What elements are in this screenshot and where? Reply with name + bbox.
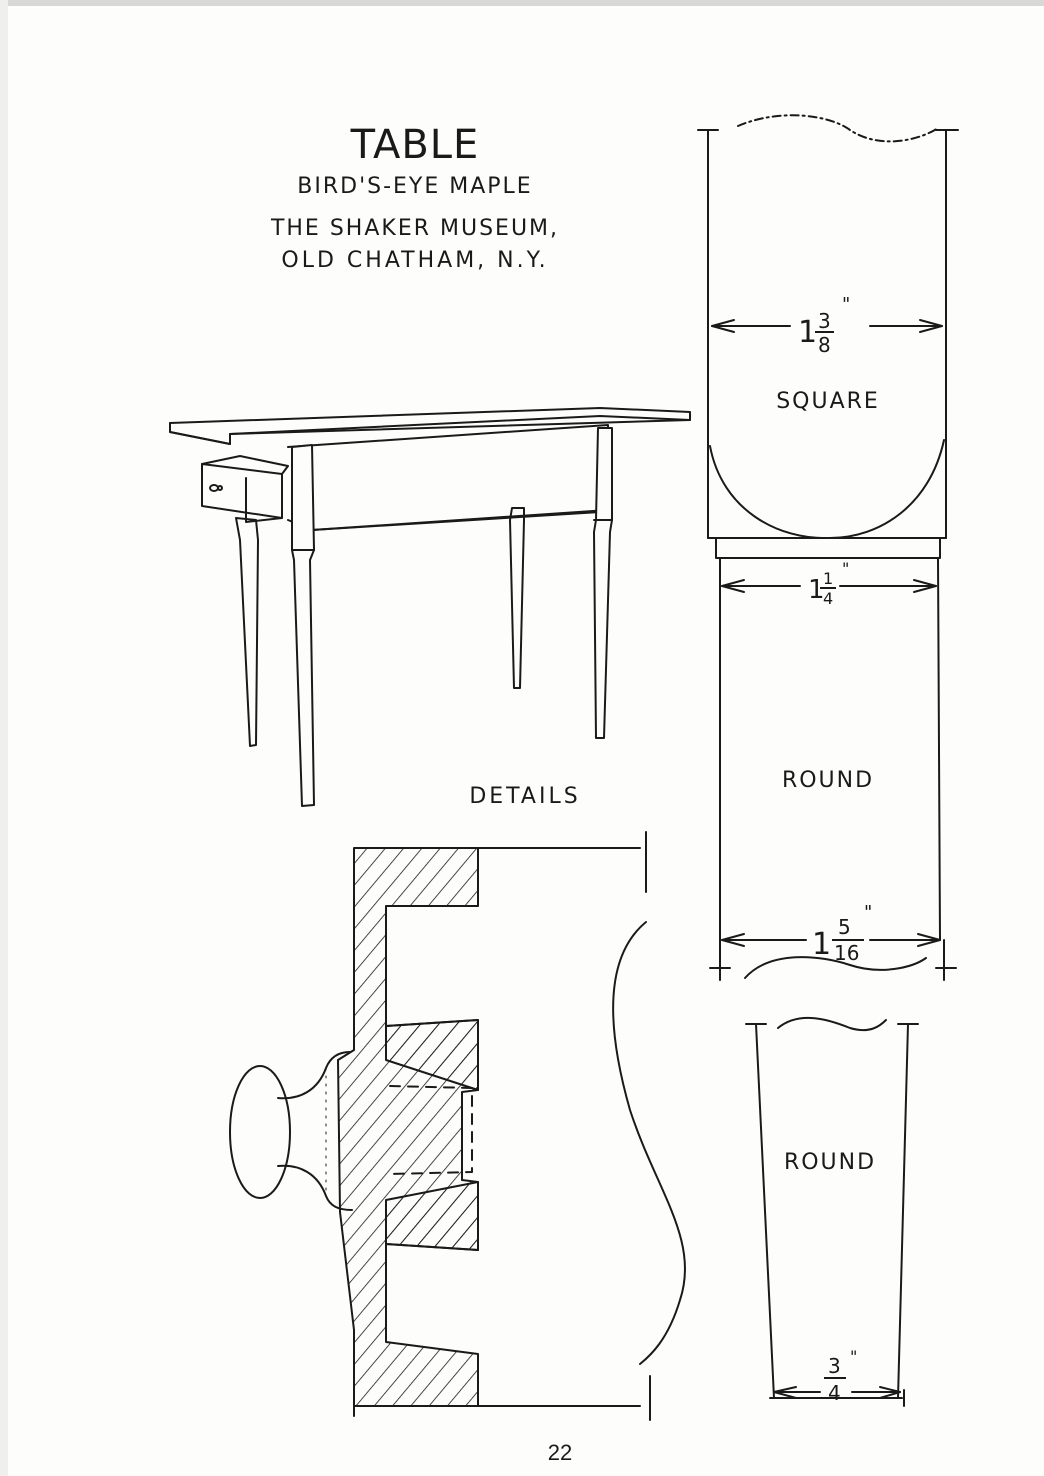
dim-round-mid-width: 1 5 16 " [812, 902, 872, 965]
svg-text:": " [850, 1347, 857, 1366]
dim-round-top-width: 1 1 4 " [808, 559, 849, 608]
svg-text:16: 16 [834, 941, 859, 965]
dim-foot-width: 3 4 " [824, 1347, 857, 1405]
svg-text:3: 3 [828, 1354, 841, 1378]
svg-text:": " [842, 294, 850, 315]
page-number: 22 [500, 1440, 620, 1466]
svg-text:5: 5 [838, 915, 851, 939]
svg-text:1: 1 [798, 315, 817, 350]
svg-text:1: 1 [823, 569, 833, 588]
svg-text:8: 8 [818, 333, 831, 357]
svg-text:": " [842, 559, 849, 578]
svg-text:3: 3 [818, 309, 831, 333]
svg-text:1: 1 [812, 927, 831, 962]
svg-text:4: 4 [828, 1381, 841, 1405]
svg-text:": " [864, 902, 872, 923]
dim-square-width: 1 3 8 " [798, 294, 850, 357]
svg-text:4: 4 [823, 589, 833, 608]
